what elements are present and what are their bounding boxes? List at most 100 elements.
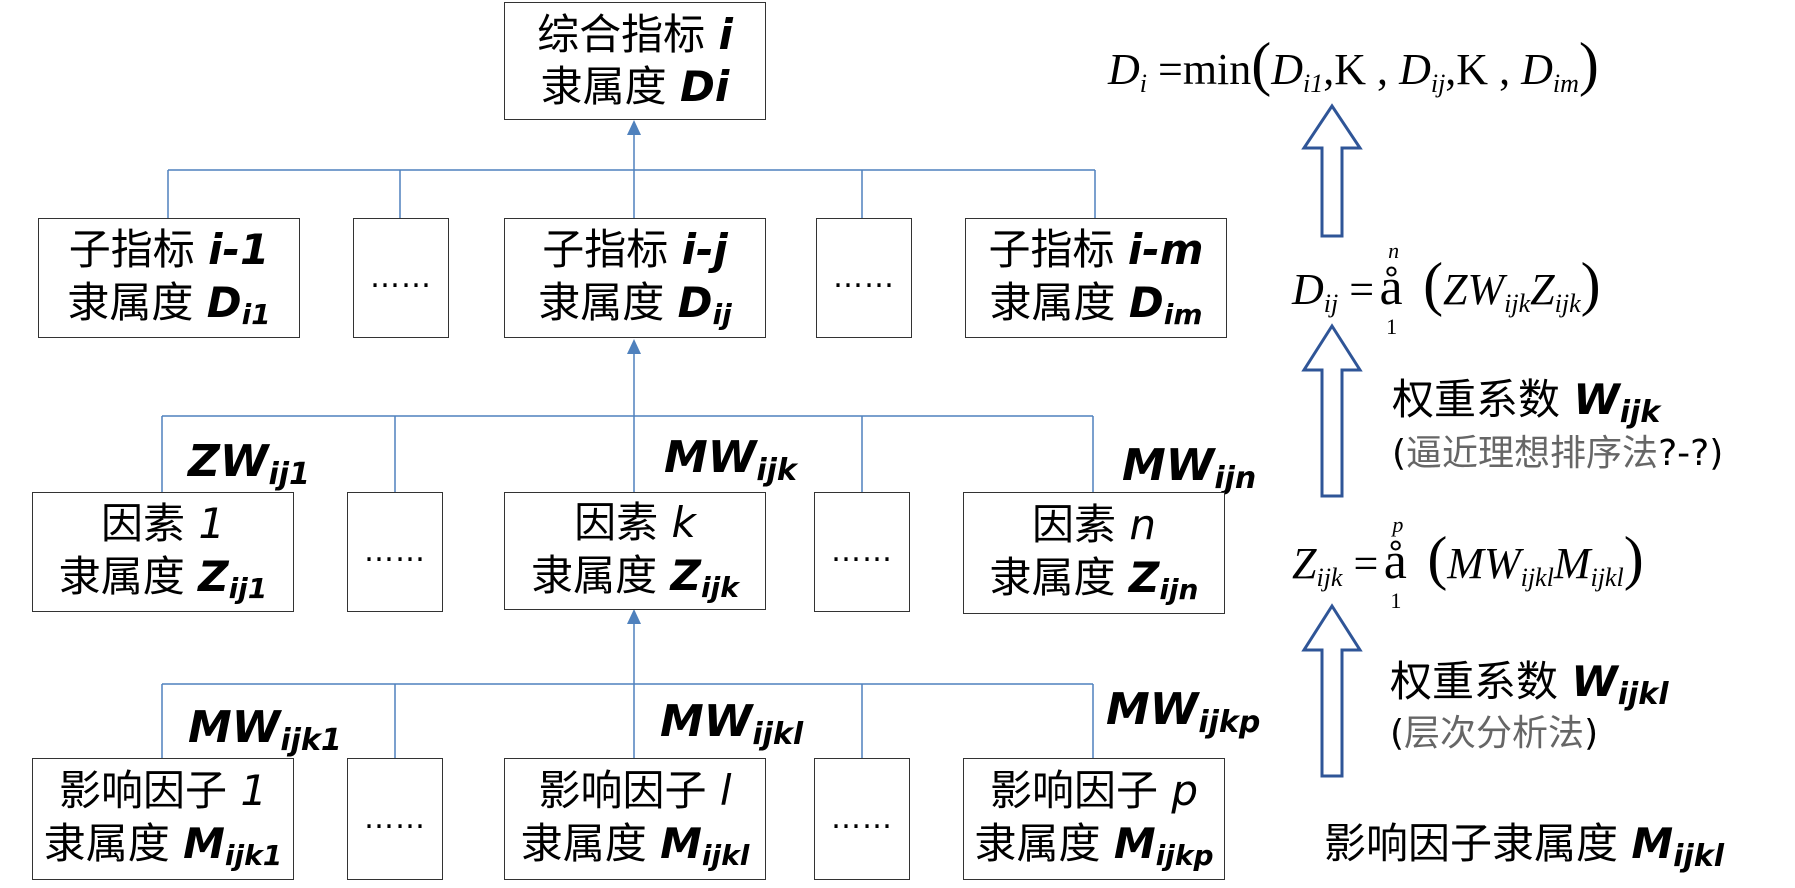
formula-sub: ij	[1323, 289, 1339, 318]
weight-coefficient-sub: ijk	[1619, 395, 1661, 430]
up-arrow-2	[1301, 323, 1363, 498]
up-arrow-1	[1301, 103, 1363, 238]
box-degree-label: 隶属度	[520, 818, 647, 868]
box-title: 子指标	[542, 225, 669, 275]
box-degree-label: 隶属度	[989, 277, 1116, 327]
formula-d-i: Di =min(Di1,K , Dij,K , Dim)	[1108, 31, 1599, 98]
method-note-topsis: (逼近理想排序法?-?)	[1392, 424, 1723, 476]
box-degree-var: D	[1128, 277, 1164, 327]
formula-symbol: Z	[1530, 265, 1555, 314]
ellipsis-box: ……	[816, 218, 912, 338]
box-degree-sub: ijk	[701, 570, 739, 604]
box-degree-var: Z	[670, 550, 701, 600]
weight-sub: ijkp	[1198, 705, 1261, 740]
formula-sub: im	[1552, 69, 1579, 98]
method-note-ahp: (层次分析法)	[1390, 704, 1598, 756]
box-degree-var: M	[660, 818, 702, 868]
sum-upper: p	[1392, 512, 1404, 537]
influence-factor-degree-label: 影响因子隶属度 Mijkl	[1324, 810, 1724, 874]
overall-indicator-box: 综合指标 i 隶属度 Di	[504, 2, 766, 120]
up-arrow-3	[1301, 603, 1363, 778]
box-title: 因素	[574, 498, 659, 548]
box-var: l	[719, 766, 732, 816]
formula-sub: ijk	[1504, 289, 1531, 318]
influence-factor-box-1: 影响因子 1 隶属度 Mijk1	[32, 758, 294, 880]
box-title: 影响因子	[538, 766, 707, 816]
weight-main: ZW	[188, 436, 269, 487]
ellipsis-text: ……	[833, 260, 895, 296]
box-degree-sub: ijkp	[1155, 838, 1214, 872]
ellipsis-box: ……	[814, 492, 910, 612]
factor-box-1: 因素 1 隶属度 Zij1	[32, 492, 294, 612]
weight-main: MW	[660, 696, 753, 747]
weight-label-mw-ijk1: MWijk1	[188, 702, 342, 758]
formula-sub: ij	[1430, 69, 1446, 98]
box-degree-var: Z	[1128, 552, 1160, 602]
box-degree-var: M	[183, 818, 225, 868]
ellipsis-box: ……	[353, 218, 449, 338]
sum-symbol: å	[1383, 533, 1407, 590]
formula-symbol: D	[1271, 45, 1304, 94]
box-var: k	[671, 498, 696, 548]
formula-symbol: MW	[1447, 539, 1521, 588]
formula-symbol: M	[1553, 539, 1591, 588]
box-degree-label: 隶属度	[974, 818, 1101, 868]
box-title: 影响因子	[989, 766, 1158, 816]
weight-coefficient-var: W	[1571, 657, 1618, 706]
influence-factor-box-l: 影响因子 l 隶属度 Mijkl	[504, 758, 766, 880]
weight-coefficient-label: 权重系数	[1390, 657, 1559, 706]
factor-box-k: 因素 k 隶属度 Zijk	[504, 492, 766, 610]
weight-sub: ijk1	[280, 723, 342, 758]
box-var: i-m	[1127, 225, 1204, 275]
box-title: 综合指标	[537, 9, 706, 59]
box-degree-var: Di	[680, 62, 730, 111]
formula-symbol: D	[1399, 45, 1431, 94]
weight-main: MW	[664, 432, 757, 483]
box-degree-label: 隶属度	[58, 551, 185, 601]
weight-sub: ijk	[756, 453, 797, 488]
box-var: n	[1129, 500, 1156, 550]
weight-main: MW	[1122, 440, 1215, 491]
formula-sub: ijkl	[1520, 563, 1554, 592]
formula-sub: i1	[1303, 69, 1324, 98]
ellipsis-text: ……	[364, 534, 426, 570]
sum-lower: 1	[1386, 314, 1398, 339]
formula-text: ,K ,	[1445, 45, 1522, 94]
weight-sub: ij1	[268, 457, 310, 492]
ellipsis-text: ……	[831, 801, 893, 837]
weight-sub: ijkl	[752, 717, 804, 752]
weight-main: MW	[188, 702, 281, 753]
formula-symbol: D	[1521, 45, 1553, 94]
formula-sub: ijk	[1316, 563, 1343, 592]
arrowhead-level2	[627, 339, 641, 354]
formula-symbol: Z	[1292, 539, 1317, 588]
box-degree-sub: ij	[712, 297, 732, 331]
box-degree-sub: im	[1163, 297, 1203, 331]
box-degree-var: D	[677, 277, 713, 327]
arrowhead-top	[627, 120, 641, 135]
box-var: 1	[198, 499, 226, 549]
sub-indicator-box-m: 子指标 i-m 隶属度 Dim	[965, 218, 1227, 338]
weight-coefficient-w-ijkl: 权重系数 Wijkl	[1390, 648, 1669, 712]
weight-label-mw-ijk: MWijk	[664, 432, 797, 488]
weight-label-mw-ijkl: MWijkl	[660, 696, 803, 752]
sum-symbol: å	[1379, 259, 1403, 316]
influence-factor-box-p: 影响因子 p 隶属度 Mijkp	[963, 758, 1225, 880]
note-paren: ?-?)	[1658, 433, 1724, 474]
box-var: i-j	[681, 225, 728, 275]
formula-symbol: ZW	[1443, 265, 1505, 314]
sum-upper: n	[1388, 238, 1400, 263]
box-degree-sub: ij1	[228, 571, 268, 605]
weight-label-zw-ij1: ZWij1	[188, 436, 310, 492]
arrowhead-level3	[627, 609, 641, 624]
box-title: 因素	[1032, 500, 1117, 550]
bottom-label-text: 影响因子隶属度	[1324, 819, 1619, 868]
ellipsis-box: ……	[347, 758, 443, 880]
box-degree-sub: i1	[241, 297, 271, 331]
formula-sub: i	[1139, 69, 1148, 98]
ellipsis-text: ……	[364, 801, 426, 837]
weight-sub: ijn	[1214, 461, 1257, 496]
note-paren: (	[1392, 433, 1407, 474]
